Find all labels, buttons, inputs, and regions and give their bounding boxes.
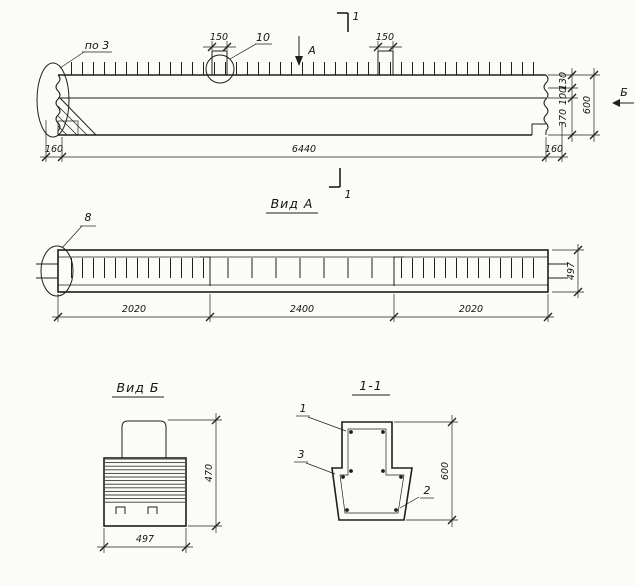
section-title: 1-1 <box>359 378 382 393</box>
viewb-top-block <box>121 420 167 459</box>
viewb-right-dim: 470 <box>168 413 222 533</box>
callout-po3-label: по 3 <box>85 39 109 52</box>
detail-callout-8: 8 <box>40 211 96 297</box>
dim-2020-left: 2020 <box>122 304 146 315</box>
arrow-down-icon <box>295 56 303 66</box>
section-callout-1: 1 <box>296 402 347 432</box>
stirrup-ticks <box>64 62 542 75</box>
dowel-protrusions: 150 150 <box>203 32 402 75</box>
dim-600-section: 600 <box>440 462 451 480</box>
callout-8-label: 8 <box>85 211 92 224</box>
detail-callout-10: 10 <box>205 31 272 84</box>
elevation-view: 150 150 по 3 10 А <box>36 10 634 201</box>
dim-2400: 2400 <box>290 304 314 315</box>
section-mark-top: 1 <box>337 10 360 32</box>
callout-1-label: 1 <box>300 402 307 415</box>
view-b-arrow: Б <box>612 86 634 107</box>
view-a-title: Вид А <box>271 196 314 211</box>
plan-outline <box>57 249 549 293</box>
arrow-left-icon <box>612 99 620 107</box>
dim-100: 100 <box>558 87 569 105</box>
section-callout-3: 3 <box>294 448 336 475</box>
view-a-arrow: А <box>295 36 316 66</box>
dim-600: 600 <box>582 96 593 114</box>
plan-right-dim: 497 <box>552 244 584 298</box>
dim-150-right: 150 <box>376 32 394 43</box>
view-a: Вид А 8 497 <box>36 196 584 322</box>
dim-6440: 6440 <box>292 144 316 155</box>
callout-3-label: 3 <box>298 448 305 461</box>
viewb-hook-right <box>147 506 158 514</box>
plan-stirrups-left <box>66 258 204 278</box>
callout-10-label: 10 <box>256 31 270 44</box>
section-right-dim: 600 <box>394 415 458 527</box>
section-mark-top-label: 1 <box>353 10 360 23</box>
plan-stirrups-right <box>400 258 542 278</box>
section-mark-bottom: 1 <box>329 168 352 201</box>
viewb-lower-block <box>103 457 187 527</box>
view-b: Вид Б 470 497 <box>97 380 222 553</box>
dim-130: 130 <box>558 72 569 90</box>
viewb-hatch <box>105 459 185 503</box>
section-outer-contour <box>331 421 413 521</box>
view-b-title: Вид Б <box>117 380 160 395</box>
viewb-bottom-dim: 497 <box>97 528 193 553</box>
dim-2020-right: 2020 <box>459 304 483 315</box>
dim-497-plan: 497 <box>566 262 577 280</box>
callout-2-label: 2 <box>424 484 431 497</box>
view-b-letter: Б <box>620 86 628 99</box>
dim-160-right: 160 <box>545 144 563 155</box>
section-callout-2: 2 <box>399 484 434 509</box>
beam-outline <box>55 74 549 136</box>
dim-370: 370 <box>558 109 569 127</box>
dim-497-viewb: 497 <box>136 534 154 545</box>
section-stirrup <box>339 428 405 514</box>
section-mark-bottom-label: 1 <box>345 188 352 201</box>
section-rebar-dots <box>341 430 403 512</box>
elevation-right-dims: 130 100 370 600 <box>548 68 600 142</box>
plan-stirrups-mid <box>214 258 390 278</box>
dim-160-left: 160 <box>45 144 63 155</box>
detail-callout-po3: по 3 <box>36 39 112 138</box>
dim-470: 470 <box>204 464 215 482</box>
section-1-1: 1-1 1 3 2 <box>294 378 458 527</box>
zone-divider-right <box>393 256 404 286</box>
zone-divider-left <box>200 256 211 286</box>
view-a-letter: А <box>307 44 316 57</box>
plan-bottom-dims: 2020 2400 2020 <box>52 294 554 322</box>
elevation-bottom-dims: 160 6440 160 <box>40 120 568 162</box>
dim-150-left: 150 <box>210 32 228 43</box>
viewb-hook-left <box>115 506 126 514</box>
